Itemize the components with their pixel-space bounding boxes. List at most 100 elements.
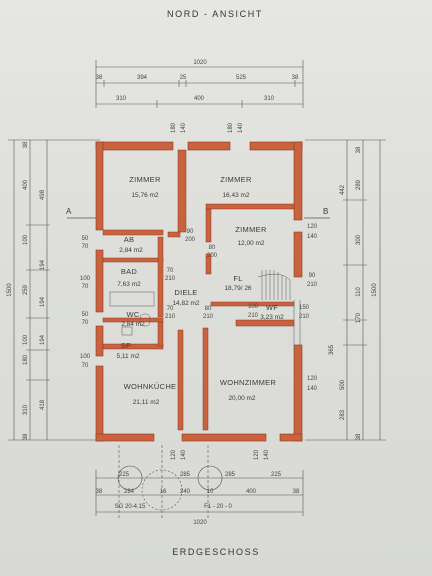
- right-dim: 38: [356, 146, 362, 153]
- bottom-dim: 38: [293, 489, 300, 495]
- top-dim: 25: [180, 75, 187, 81]
- opening-dim: 70: [167, 268, 174, 274]
- opening-dim: 140: [238, 122, 244, 133]
- opening-dim: 50: [82, 236, 89, 242]
- opening-dim: 120: [254, 449, 260, 460]
- room-area: 21,11 m2: [133, 399, 160, 406]
- left-dim: 194: [40, 259, 46, 270]
- opening-dim: 210: [165, 276, 176, 282]
- right-dimensions: [305, 139, 386, 441]
- room-area: 7,63 m2: [117, 281, 141, 288]
- sheet-title: NORD - ANSICHT: [167, 9, 263, 19]
- bottom-dim: 285: [180, 472, 191, 478]
- opening-dim: 180: [228, 122, 234, 133]
- opening-dim: 70: [167, 306, 174, 312]
- opening-dim: 120: [307, 376, 318, 382]
- exterior-walls: [95, 141, 303, 442]
- left-dim: 38: [23, 433, 29, 440]
- right-dim: 110: [356, 287, 362, 297]
- left-dim: 498: [40, 189, 46, 200]
- room-area: 3,23 m2: [260, 314, 284, 321]
- opening-dim: 100: [80, 276, 91, 282]
- opening-dim: 80: [209, 245, 216, 251]
- right-dim: 442: [340, 184, 346, 195]
- room-area: 12,00 m2: [237, 240, 264, 247]
- room-name: BAD: [121, 267, 138, 276]
- opening-dim: 210: [299, 314, 310, 320]
- opening-dim: 140: [181, 449, 187, 460]
- bottom-dim: 16: [160, 489, 167, 495]
- right-dim: 300: [356, 234, 362, 245]
- bottom-dim: 285: [225, 472, 236, 478]
- opening-dim: 70: [82, 284, 89, 290]
- room-name: WC: [126, 310, 139, 319]
- room-name: WOHNKÜCHE: [124, 382, 177, 391]
- opening-dim: 70: [82, 320, 89, 326]
- opening-dim: 200: [185, 237, 196, 243]
- right-dim: 38: [356, 433, 362, 440]
- opening-dim: 70: [82, 363, 89, 369]
- room-area: 20,00 m2: [228, 395, 255, 402]
- room-name: ZIMMER: [129, 175, 161, 184]
- room-name: AB: [124, 235, 135, 244]
- room-area: 16,43 m2: [222, 192, 249, 199]
- left-dimensions: [8, 139, 100, 441]
- bottom-dimensions: [95, 445, 304, 520]
- bottom-dim-total: 1020: [193, 520, 207, 526]
- room-name: WOHNZIMMER: [220, 378, 277, 387]
- top-dim: 525: [236, 75, 247, 81]
- opening-dim: 140: [181, 122, 187, 133]
- left-dim: 100: [23, 334, 29, 345]
- staircase: [257, 270, 301, 345]
- bottom-dim: 400: [246, 489, 257, 495]
- opening-dim: 90: [187, 229, 194, 235]
- opening-dim: 50: [82, 312, 89, 318]
- opening-dim: 90: [309, 273, 316, 279]
- bottom-dim: 284: [124, 489, 135, 495]
- top-dimensions: [95, 60, 304, 108]
- opening-dim: 210: [165, 314, 176, 320]
- right-dim: 500: [340, 379, 346, 390]
- room-area: 5,11 m2: [116, 353, 139, 360]
- left-dim: 418: [40, 399, 46, 410]
- room-name: ZIMMER: [235, 225, 267, 234]
- opening-dim: 180: [171, 122, 177, 133]
- floor-label: ERDGESCHOSS: [172, 547, 260, 557]
- right-dim: 365: [329, 344, 335, 355]
- left-dim: 310: [23, 404, 29, 415]
- room-area: 2,84 m2: [121, 321, 145, 328]
- left-dim-total: 1500: [7, 283, 13, 297]
- opening-dim: 100: [80, 354, 91, 360]
- room-name: WF: [266, 303, 278, 312]
- left-dim: 259: [23, 284, 29, 295]
- left-dim: 194: [40, 334, 46, 345]
- left-dim: 100: [23, 234, 29, 245]
- bottom-section-label: SG 20-4.15: [115, 504, 146, 510]
- top-dim: 400: [194, 96, 205, 102]
- room-labels: ZIMMER 15,76 m2 ZIMMER 16,43 m2 ZIMMER 1…: [116, 175, 284, 406]
- top-dim: 310: [264, 96, 275, 102]
- section-marker-b: B: [323, 207, 328, 216]
- bottom-dim: 225: [271, 472, 282, 478]
- bathroom-fixtures: [109, 291, 155, 336]
- opening-dim: 120: [307, 224, 318, 230]
- room-name: FL: [233, 274, 242, 283]
- bottom-dim: 38: [96, 489, 103, 495]
- opening-labels: 180 140 180 140 50 70 100 70 50 70 100 7…: [80, 122, 318, 460]
- section-marker-a: A: [66, 207, 72, 216]
- left-dim: 38: [23, 141, 29, 148]
- top-dim-total: 1020: [193, 60, 207, 66]
- room-name: SP: [121, 341, 132, 350]
- opening-dim: 210: [203, 314, 214, 320]
- opening-dim: 120: [171, 449, 177, 460]
- right-dim: 170: [356, 312, 362, 323]
- top-dim: 394: [137, 75, 148, 81]
- top-dim: 38: [292, 75, 299, 81]
- opening-dim: 150: [299, 305, 310, 311]
- left-dim: 194: [40, 296, 46, 307]
- left-dim: 400: [23, 179, 29, 190]
- opening-dim: 80: [205, 306, 212, 312]
- opening-dim: 140: [264, 449, 270, 460]
- opening-dim: 200: [207, 253, 218, 259]
- left-dim: 180: [23, 354, 29, 365]
